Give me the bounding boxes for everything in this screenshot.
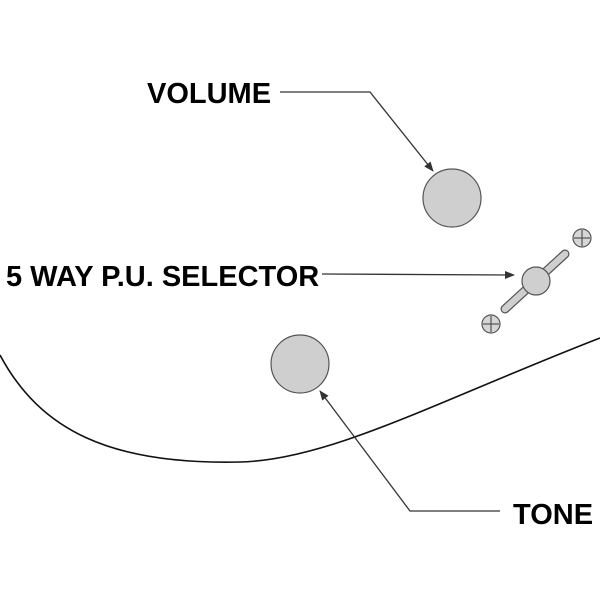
guitar-body-outline (0, 337, 600, 463)
selector-label: 5 WAY P.U. SELECTOR (6, 261, 319, 293)
volume-leader-arrow (280, 91, 434, 172)
volume-label: VOLUME (147, 78, 271, 110)
screw-icon (572, 228, 592, 248)
volume-knob (422, 168, 482, 228)
tone-leader-arrow (319, 390, 500, 512)
selector-leader-arrow (321, 270, 515, 279)
screw-icon (481, 314, 501, 334)
selector-switch-tip (521, 266, 551, 296)
tone-label: TONE (513, 499, 593, 531)
pickup-selector-switch (500, 249, 570, 314)
tone-knob (270, 334, 330, 394)
